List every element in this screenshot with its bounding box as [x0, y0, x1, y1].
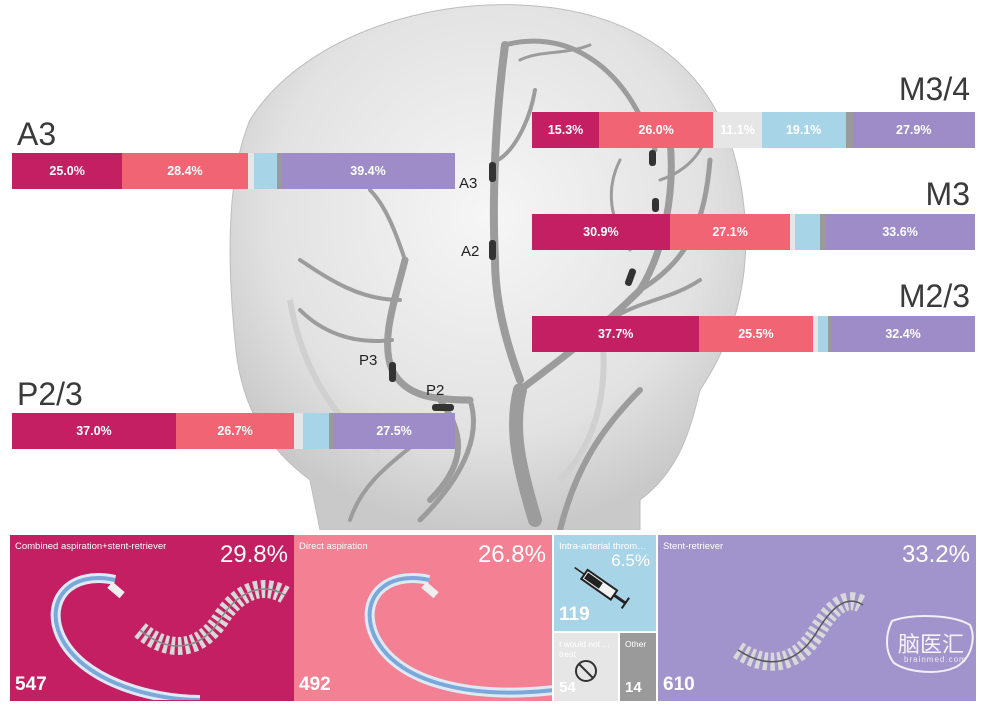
bar-segment-a3-intra-arterial	[253, 153, 278, 189]
bar-segment-a3-stent-retriever: 39.4%	[281, 153, 455, 189]
bar-segment-m23-intra-arterial	[818, 316, 829, 352]
watermark-subtext: brainmed.com	[904, 655, 967, 664]
tile-stent-retriever-name: Stent-retriever	[663, 541, 724, 552]
bar-segment-a3-other	[277, 153, 282, 189]
bar-segment-p23-combined: 37.0%	[12, 413, 176, 449]
bar-segment-m3-stent-retriever: 33.6%	[825, 214, 975, 250]
catheter-icon	[364, 573, 552, 698]
region-label-p23: P2/3	[17, 376, 83, 412]
skull-vessel-illustration	[229, 4, 747, 530]
tile-other: Other 14	[620, 633, 656, 701]
bar-segment-m23-stent-retriever: 32.4%	[831, 316, 975, 352]
bar-segment-m34-combined: 15.3%	[532, 112, 600, 148]
stacked-bar-a3: 25.0%28.4% 39.4%	[12, 153, 455, 189]
stacked-bar-m34: 15.3%26.0%11.1%19.1%27.9%	[532, 112, 975, 148]
bar-segment-m34-intra-arterial: 19.1%	[761, 112, 846, 148]
bar-segment-m34-other	[845, 112, 853, 148]
tile-combined-count: 547	[15, 674, 47, 695]
stent-icon	[733, 592, 868, 671]
bar-segment-a3-direct: 28.4%	[122, 153, 248, 189]
tile-intra-arterial-count: 119	[559, 604, 590, 625]
bar-segment-p23-stent-retriever: 27.5%	[333, 413, 455, 449]
bar-segment-a3-would-not-treat	[247, 153, 254, 189]
tile-stent-retriever-pct: 33.2%	[901, 541, 970, 568]
watermark-text: 脑医汇	[898, 632, 965, 657]
bar-segment-p23-direct: 26.7%	[175, 413, 295, 449]
bar-segment-m3-intra-arterial	[794, 214, 820, 250]
region-label-m23: M2/3	[898, 278, 970, 314]
bar-segment-m34-would-not-treat: 11.1%	[713, 112, 762, 148]
tile-combined-pct: 29.8%	[219, 541, 288, 568]
tile-intra-arterial-pct: 6.5%	[611, 551, 650, 570]
bar-segment-m3-combined: 30.9%	[532, 214, 670, 250]
tile-combined-name: Combined aspiration+stent-retriever	[15, 541, 167, 552]
tile-other-count: 14	[625, 679, 642, 696]
bar-segment-a3-combined: 25.0%	[12, 153, 123, 189]
bar-segment-p23-would-not-treat	[294, 413, 303, 449]
watermark-logo-icon	[886, 615, 974, 673]
bar-segment-m23-direct: 25.5%	[699, 316, 813, 352]
stacked-bar-p23: 37.0%26.7% 27.5%	[12, 413, 455, 449]
vessel-label-p2: P2	[426, 382, 445, 399]
tile-stent-retriever-count: 610	[663, 674, 695, 695]
region-label-m34: M3/4	[898, 71, 970, 107]
tile-direct-count: 492	[299, 674, 331, 695]
tile-intra-arterial: Intra-arterial thrombol... 6.5% 119	[554, 535, 656, 631]
tile-would-not-treat-count: 54	[559, 679, 576, 696]
bar-segment-m23-other	[828, 316, 832, 352]
bar-segment-m23-would-not-treat	[812, 316, 819, 352]
tile-would-not-treat: I would not ... treat 54	[554, 633, 618, 701]
tile-direct-pct: 26.8%	[477, 541, 546, 568]
tile-would-not-treat-name: I would not ... treat	[559, 639, 610, 659]
tile-direct-name: Direct aspiration	[299, 541, 368, 552]
prohibited-icon	[575, 660, 597, 682]
tile-combined: Combined aspiration+stent-retriever 29.8…	[10, 535, 294, 701]
vessel-label-a3: A3	[459, 175, 478, 192]
vessel-label-p3: P3	[359, 352, 378, 369]
bar-segment-m34-direct: 26.0%	[599, 112, 714, 148]
bar-segment-m23-combined: 37.7%	[532, 316, 700, 352]
bar-segment-m34-stent-retriever: 27.9%	[852, 112, 975, 148]
tile-stent-retriever: Stent-retriever 33.2% 脑医汇 brainmed.com 6…	[658, 535, 976, 701]
occlusion-markers	[389, 150, 659, 411]
catheter-stent-icon	[50, 573, 290, 700]
region-label-m3: M3	[925, 176, 970, 212]
bar-segment-p23-other	[329, 413, 334, 449]
syringe-icon	[574, 566, 630, 609]
bar-segment-m3-would-not-treat	[790, 214, 795, 250]
tile-other-name: Other	[625, 639, 647, 649]
stacked-bar-m23: 37.7%25.5% 32.4%	[532, 316, 975, 352]
bar-segment-p23-intra-arterial	[302, 413, 330, 449]
bar-segment-m3-direct: 27.1%	[669, 214, 791, 250]
vessel-label-a2: A2	[461, 243, 480, 260]
bar-segment-m3-other	[819, 214, 826, 250]
region-label-a3: A3	[17, 116, 57, 152]
stacked-bar-m3: 30.9%27.1% 33.6%	[532, 214, 975, 250]
tile-direct: Direct aspiration 26.8% 492	[294, 535, 552, 701]
